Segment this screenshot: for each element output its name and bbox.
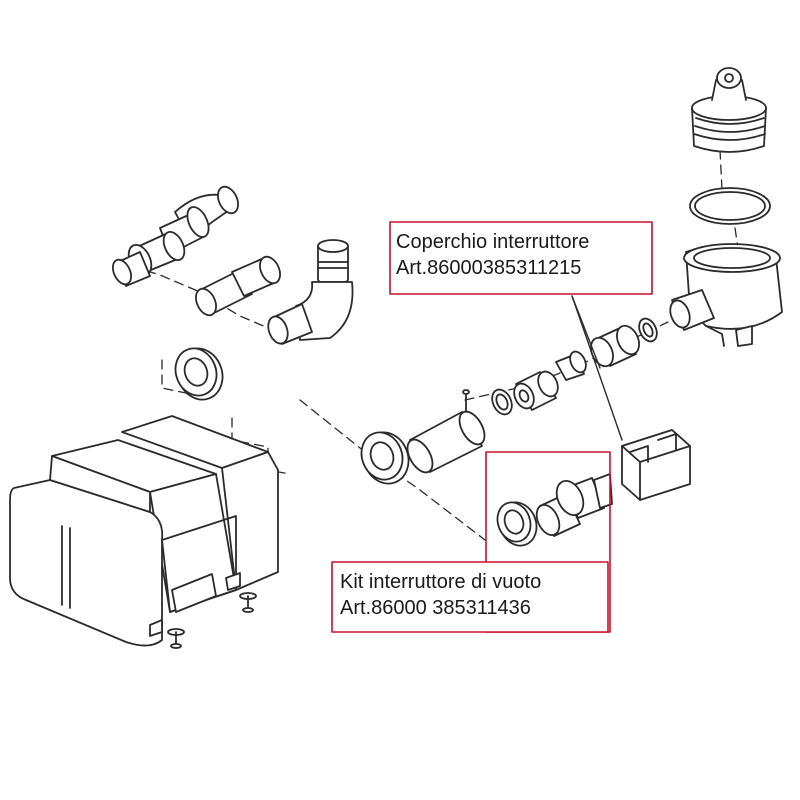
elbow-hose-fitting [267, 239, 354, 345]
threaded-cap [691, 67, 767, 153]
switch-cover-callout: Coperchio interruttore Art.8600038531121… [396, 229, 589, 281]
switch-cover-part [621, 429, 691, 501]
large-o-ring [689, 187, 771, 225]
switch-cover-article: Art.86000385311215 [396, 257, 582, 279]
vacuum-switch-kit-callout: Kit interruttore di vuoto Art.86000 3853… [340, 569, 541, 621]
small-o-ring [491, 388, 513, 416]
water-tank [9, 415, 279, 647]
switch-cover-callout-box [389, 221, 653, 295]
double-elbow-fitting [112, 185, 239, 287]
vacuum-switch-kit-article: Art.86000 385311436 [340, 597, 531, 619]
cone-valve [555, 350, 587, 381]
mounting-screws [167, 592, 257, 649]
center-seal-ring [360, 431, 410, 485]
seal-ring [174, 347, 224, 401]
vacuum-switch-kit-name: Kit interruttore di vuoto [340, 571, 542, 593]
callout-leader-lines [571, 295, 623, 441]
straight-coupling [195, 255, 281, 317]
callout-boxes [331, 221, 653, 633]
vacuum-switch-kit-label-box [331, 561, 609, 633]
vacuum-switch-kit-part [496, 473, 613, 547]
threaded-nut-fitting [513, 370, 559, 411]
pump-body [669, 243, 783, 347]
pump-o-ring [638, 317, 658, 343]
switch-housing-connector [590, 324, 640, 368]
switch-cover-name: Coperchio interruttore [396, 231, 590, 253]
float-cylinder [406, 389, 486, 474]
